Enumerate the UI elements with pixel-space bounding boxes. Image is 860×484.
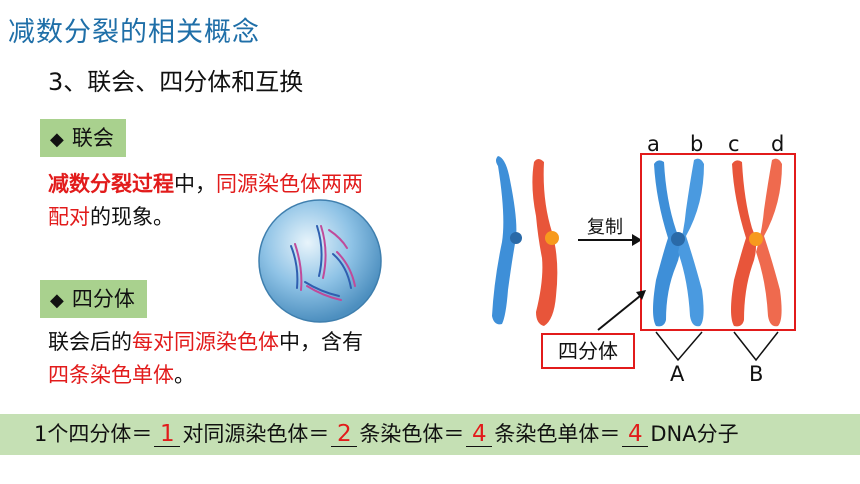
unreplicated-chromosome-red — [532, 159, 559, 326]
definition-text-end: 。 — [174, 363, 195, 387]
blank-dna-molecules: 4 — [622, 422, 649, 447]
formula-segment: 1个四分体＝ — [34, 422, 153, 446]
page-title: 减数分裂的相关概念 — [8, 17, 260, 48]
pair-a-bracket — [655, 331, 703, 362]
blank-homologous-pairs: 1 — [154, 422, 181, 447]
synapsis-tag-label: 联会 — [71, 126, 114, 150]
pair-b-bracket — [733, 331, 779, 362]
formula-segment: 对同源染色体＝ — [182, 422, 330, 446]
tetrad-tag: ◆ 四分体 — [40, 280, 147, 318]
formula-segment: 条染色体＝ — [359, 422, 465, 446]
replicate-label: 复制 — [587, 217, 623, 238]
definition-text: 联会后的 — [48, 330, 132, 354]
replicated-chromosome-blue — [653, 158, 704, 327]
meiosis-process-text: 减数分裂过程 — [48, 172, 174, 196]
definition-text-end: 的现象。 — [90, 205, 174, 229]
formula-segment: DNA分子 — [650, 422, 739, 446]
tetrad-tag-label: 四分体 — [71, 287, 135, 311]
formula-segment: 条染色单体＝ — [494, 422, 621, 446]
section-subtitle: 3、联会、四分体和互换 — [48, 68, 304, 96]
chromosome-diagram — [492, 153, 796, 362]
tetrad-highlight-box — [640, 153, 796, 331]
pair-label-a: A — [670, 362, 685, 386]
chromatid-letter-b: b — [690, 132, 704, 156]
diamond-bullet-icon: ◆ — [50, 290, 64, 311]
synapsis-tag: ◆ 联会 — [40, 119, 126, 157]
tetrad-definition: 联会后的每对同源染色体中，含有 四条染色单体。 — [48, 326, 448, 392]
pointer-arrow-icon — [636, 290, 646, 300]
pairing-text: 配对 — [48, 205, 90, 229]
definition-text: 中， — [174, 172, 216, 196]
definition-text: 中，含有 — [279, 330, 363, 354]
blank-chromosomes: 2 — [331, 422, 358, 447]
tetrad-label-box: 四分体 — [541, 333, 635, 369]
diamond-bullet-icon: ◆ — [50, 129, 64, 150]
four-chromatids-text: 四条染色单体 — [48, 363, 174, 387]
blank-chromatids: 4 — [466, 422, 493, 447]
cell-nucleus-illustration — [258, 199, 382, 323]
chromatid-letter-c: c — [728, 132, 740, 156]
replicated-chromosome-red — [731, 158, 782, 327]
unreplicated-chromosome-blue — [492, 156, 522, 325]
pair-label-b: B — [749, 362, 764, 386]
tetrad-pointer-line — [597, 295, 641, 331]
chromatid-letter-a: a — [647, 132, 660, 156]
synapsis-definition: 减数分裂过程中，同源染色体两两 配对的现象。 — [48, 168, 438, 234]
homologous-pairing-text: 同源染色体两两 — [216, 172, 363, 196]
chromatid-letter-d: d — [771, 132, 785, 156]
arrow-head-icon — [632, 234, 642, 246]
homologous-pair-text: 每对同源染色体 — [132, 330, 279, 354]
